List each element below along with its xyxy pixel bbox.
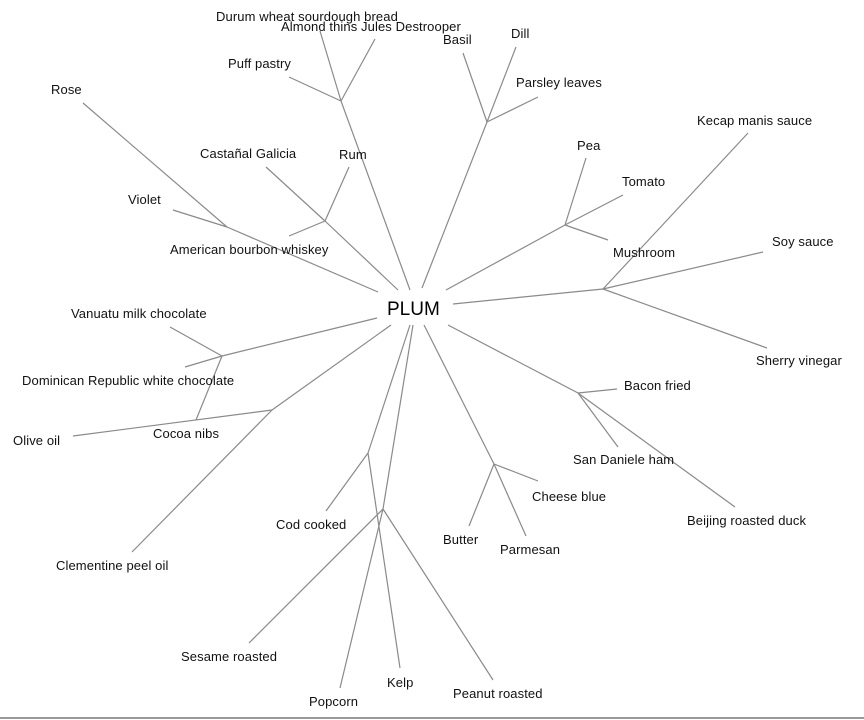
leaf-label-parmesan: Parmesan <box>500 542 560 557</box>
leaf-label-rum: Rum <box>339 147 367 162</box>
leaf-edge-cod-cooked <box>325 452 369 512</box>
leaf-label-durum-wheat-sourdough-bread: Durum wheat sourdough bread <box>216 9 398 24</box>
leaf-label-pea: Pea <box>577 138 601 153</box>
leaf-edge-cocoa-nibs <box>195 355 223 421</box>
trunk-edge-bread <box>340 100 411 291</box>
leaf-label-soy-sauce: Soy sauce <box>772 234 834 249</box>
leaf-edge-dill <box>486 46 517 123</box>
leaf-edge-casta-al-galicia <box>265 166 326 222</box>
leaf-edge-american-bourbon-whiskey <box>288 220 326 237</box>
leaf-edge-parmesan <box>493 463 527 537</box>
leaf-edge-bacon-fried <box>577 388 618 394</box>
leaf-label-violet: Violet <box>128 192 161 207</box>
trunk-edge-sauces <box>452 288 604 305</box>
leaf-label-parsley-leaves: Parsley leaves <box>516 75 602 90</box>
leaf-label-clementine-peel-oil: Clementine peel oil <box>56 558 168 573</box>
leaf-label-casta-al-galicia: Castañal Galicia <box>200 146 297 161</box>
trunk-edge-nuts <box>382 324 414 510</box>
leaf-label-cocoa-nibs: Cocoa nibs <box>153 426 219 441</box>
trunk-edge-choc <box>221 317 378 357</box>
trunk-edge-dairy <box>423 324 495 465</box>
leaf-label-dominican-republic-white-chocolate: Dominican Republic white chocolate <box>22 373 234 388</box>
leaf-edge-popcorn <box>339 508 384 689</box>
leaf-label-butter: Butter <box>443 532 479 547</box>
leaf-edge-olive-oil <box>72 409 273 437</box>
leaf-label-cod-cooked: Cod cooked <box>276 517 346 532</box>
leaf-label-beijing-roasted-duck: Beijing roasted duck <box>687 513 806 528</box>
leaf-edge-san-daniele-ham <box>577 392 619 448</box>
edges-layer <box>72 30 768 689</box>
leaf-label-dill: Dill <box>511 26 529 41</box>
leaf-label-sherry-vinegar: Sherry vinegar <box>756 353 843 368</box>
leaf-label-kelp: Kelp <box>387 675 413 690</box>
leaf-label-mushroom: Mushroom <box>613 245 675 260</box>
leaf-label-rose: Rose <box>51 82 82 97</box>
leaf-edge-soy-sauce <box>602 251 764 290</box>
leaf-label-basil: Basil <box>443 32 472 47</box>
leaf-edge-cheese-blue <box>493 463 539 482</box>
leaf-edge-sherry-vinegar <box>602 288 768 349</box>
leaf-edge-kelp <box>367 452 401 669</box>
trunk-edge-sea <box>367 324 411 454</box>
leaf-edge-peanut-roasted <box>382 508 494 681</box>
leaf-label-kecap-manis-sauce: Kecap manis sauce <box>697 113 812 128</box>
leaf-label-sesame-roasted: Sesame roasted <box>181 649 277 664</box>
leaf-label-bacon-fried: Bacon fried <box>624 378 691 393</box>
leaf-edge-sesame-roasted <box>248 508 384 644</box>
leaf-label-vanuatu-milk-chocolate: Vanuatu milk chocolate <box>71 306 207 321</box>
leaf-edge-butter <box>468 463 495 527</box>
leaf-edge-pea <box>564 157 587 226</box>
trunk-edge-herbs <box>421 121 488 289</box>
leaf-edge-vanuatu-milk-chocolate <box>169 326 223 357</box>
leaf-edge-beijing-roasted-duck <box>577 392 736 508</box>
leaf-label-american-bourbon-whiskey: American bourbon whiskey <box>170 242 329 257</box>
leaf-label-san-daniele-ham: San Daniele ham <box>573 452 674 467</box>
trunk-edge-veg <box>445 224 566 291</box>
trunk-edge-floral <box>226 226 379 293</box>
leaf-label-puff-pastry: Puff pastry <box>228 56 291 71</box>
leaf-edge-puff-pastry <box>288 76 342 102</box>
leaf-label-peanut-roasted: Peanut roasted <box>453 686 543 701</box>
root-node-label: PLUM <box>387 299 440 320</box>
leaf-edge-basil <box>462 52 488 123</box>
leaf-label-cheese-blue: Cheese blue <box>532 489 606 504</box>
leaf-label-olive-oil: Olive oil <box>13 433 60 448</box>
leaf-edge-clementine-peel-oil <box>131 409 273 553</box>
leaf-edge-parsley-leaves <box>486 96 539 123</box>
leaf-edge-tomato <box>564 194 624 226</box>
leaf-label-almond-thins-jules-destrooper: Almond thins Jules Destrooper <box>281 19 462 34</box>
leaf-edge-violet <box>172 209 228 228</box>
leaf-edge-kecap-manis-sauce <box>602 132 749 290</box>
leaf-edge-rose <box>82 102 228 228</box>
leaf-edge-durum-wheat-sourdough-bread <box>319 30 342 102</box>
leaf-edge-mushroom <box>564 224 609 241</box>
leaf-edge-rum <box>324 166 350 222</box>
leaf-edge-almond-thins-jules-destrooper <box>340 38 376 102</box>
leaf-edge-dominican-republic-white-chocolate <box>184 355 223 368</box>
trunk-edge-spirits <box>324 220 399 291</box>
bottom-divider <box>0 717 864 719</box>
trunk-edge-meat <box>447 324 579 394</box>
leaf-label-popcorn: Popcorn <box>309 694 358 709</box>
trunk-edge-oils <box>271 324 392 411</box>
leaf-label-tomato: Tomato <box>622 174 665 189</box>
